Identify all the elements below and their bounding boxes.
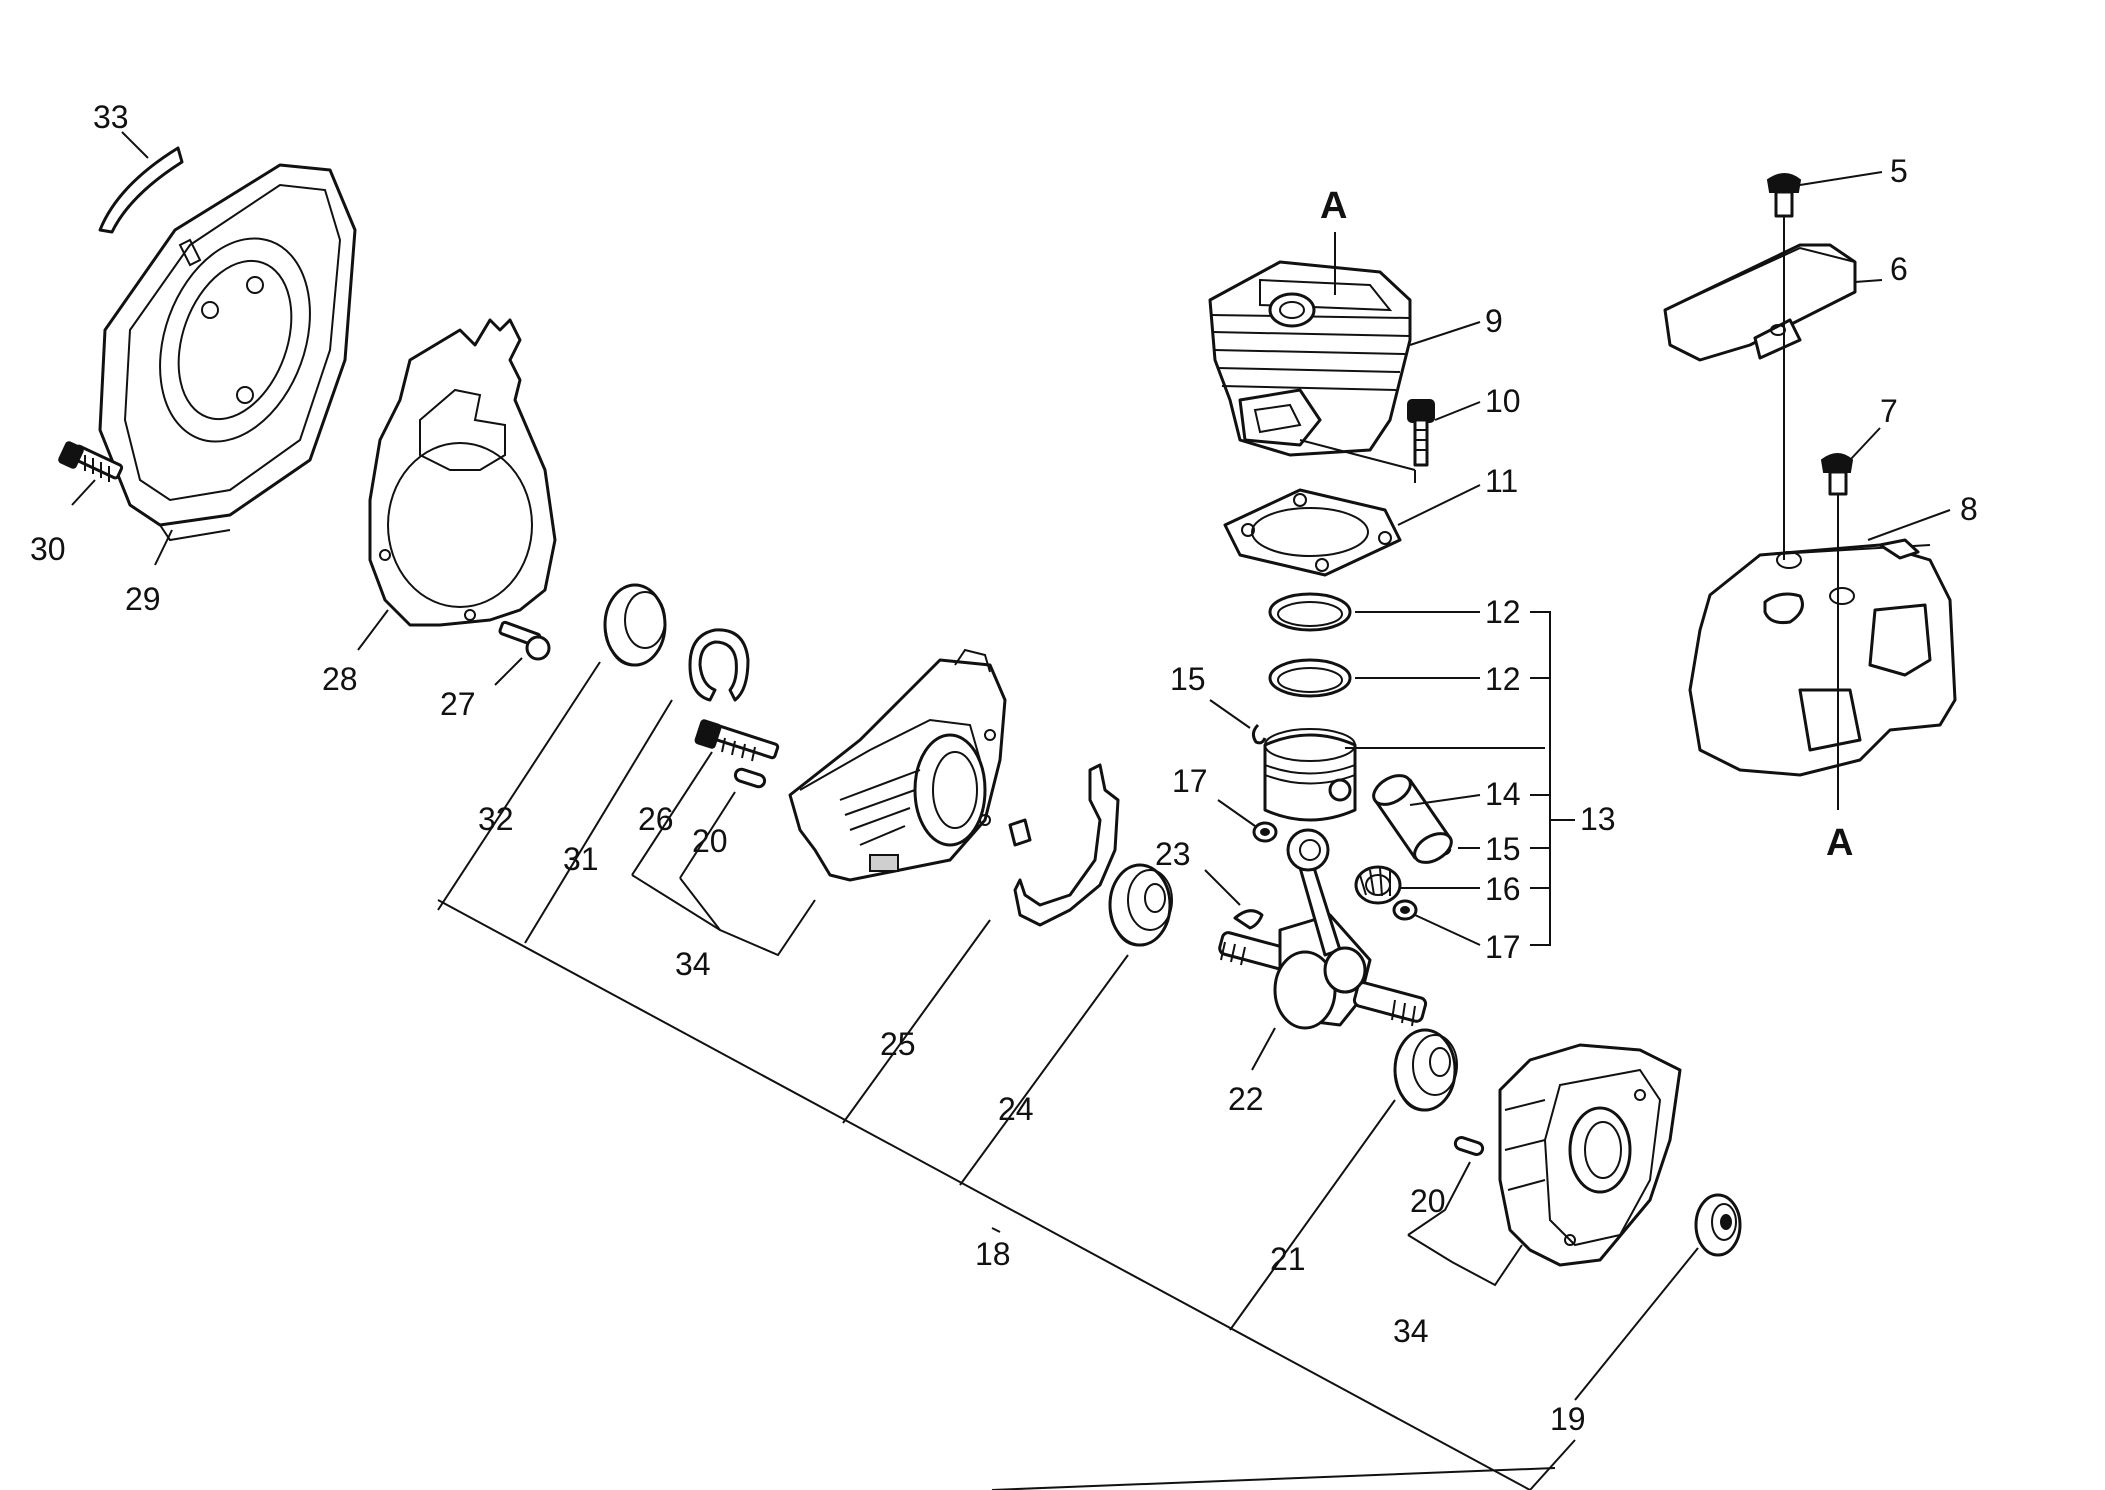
label-29: 29 [125,581,161,617]
label-9: 9 [1485,303,1503,339]
part-dowel-pin-20b [1453,1136,1485,1156]
part-crankshaft [1218,828,1428,1030]
part-crankcase-right [1498,1043,1682,1267]
part-washer-17b [1392,899,1418,921]
label-26: 26 [638,801,674,837]
label-16: 16 [1485,871,1521,907]
part-oil-seal-19 [1694,1193,1742,1257]
label-5: 5 [1890,153,1908,189]
label-25: 25 [880,1026,916,1062]
leader-lines [71,131,1951,1490]
part-piston-ring-1 [1268,592,1352,632]
part-circlip [688,628,750,702]
label-24: 24 [998,1091,1034,1127]
label-17-top: 17 [1172,763,1208,799]
part-piston [1263,728,1357,822]
part-woodruff-key [1233,909,1264,930]
part-cylinder-gasket [1223,488,1402,577]
label-7: 7 [1880,393,1898,429]
part-dowel-pin-20a [733,767,767,789]
part-ball-bearing-21 [1393,1028,1458,1112]
part-screw-27 [498,620,551,661]
label-10: 10 [1485,383,1521,419]
label-14: 14 [1485,776,1521,812]
part-crankcase-gasket [1008,763,1120,927]
label-12-bottom: 12 [1485,661,1521,697]
part-cover-plate [368,318,557,627]
part-cylinder-cover [1688,538,1957,777]
label-30: 30 [30,531,66,567]
label-33: 33 [93,99,129,135]
part-screw-5 [1766,173,1802,218]
label-32: 32 [478,801,514,837]
part-ball-bearing-24 [1108,863,1173,947]
part-fan-housing [98,163,357,542]
label-20-left: 20 [692,823,728,859]
reference-A-cover: A [1826,822,1853,864]
part-oil-seal [603,583,667,667]
part-washer-17a [1252,821,1278,843]
part-decal [98,146,184,234]
label-22: 22 [1228,1081,1264,1117]
label-15-bottom: 15 [1485,831,1521,867]
reference-A-cylinder: A [1320,185,1347,227]
part-cylinder-bolt [1407,399,1435,467]
label-13: 13 [1580,801,1616,837]
label-34-left: 34 [675,946,711,982]
label-23: 23 [1155,836,1191,872]
label-21: 21 [1270,1241,1306,1277]
label-34-right: 34 [1393,1313,1429,1349]
label-17-bottom: 17 [1485,929,1521,965]
part-screw-30 [58,441,124,482]
part-bolt-26 [694,719,780,762]
label-28: 28 [322,661,358,697]
part-piston-clip-15a [1251,723,1267,745]
label-15-top: 15 [1170,661,1206,697]
label-27: 27 [440,686,476,722]
label-19: 19 [1550,1401,1586,1437]
part-piston-ring-2 [1268,658,1352,698]
part-handle-knob [1663,243,1857,362]
part-cylinder [1208,260,1412,457]
label-31: 31 [563,841,599,877]
label-20-right: 20 [1410,1183,1446,1219]
part-crankcase-left [788,648,1007,882]
label-6: 6 [1890,251,1908,287]
label-8: 8 [1960,491,1978,527]
label-11: 11 [1485,463,1518,499]
part-piston-pin [1372,774,1453,864]
label-12-top: 12 [1485,594,1521,630]
part-screw-7 [1820,453,1854,496]
label-18: 18 [975,1236,1011,1272]
callout-labels: 33 30 29 28 27 32 31 26 20 34 25 24 18 2… [30,99,1978,1437]
part-needle-bearing [1354,865,1402,905]
